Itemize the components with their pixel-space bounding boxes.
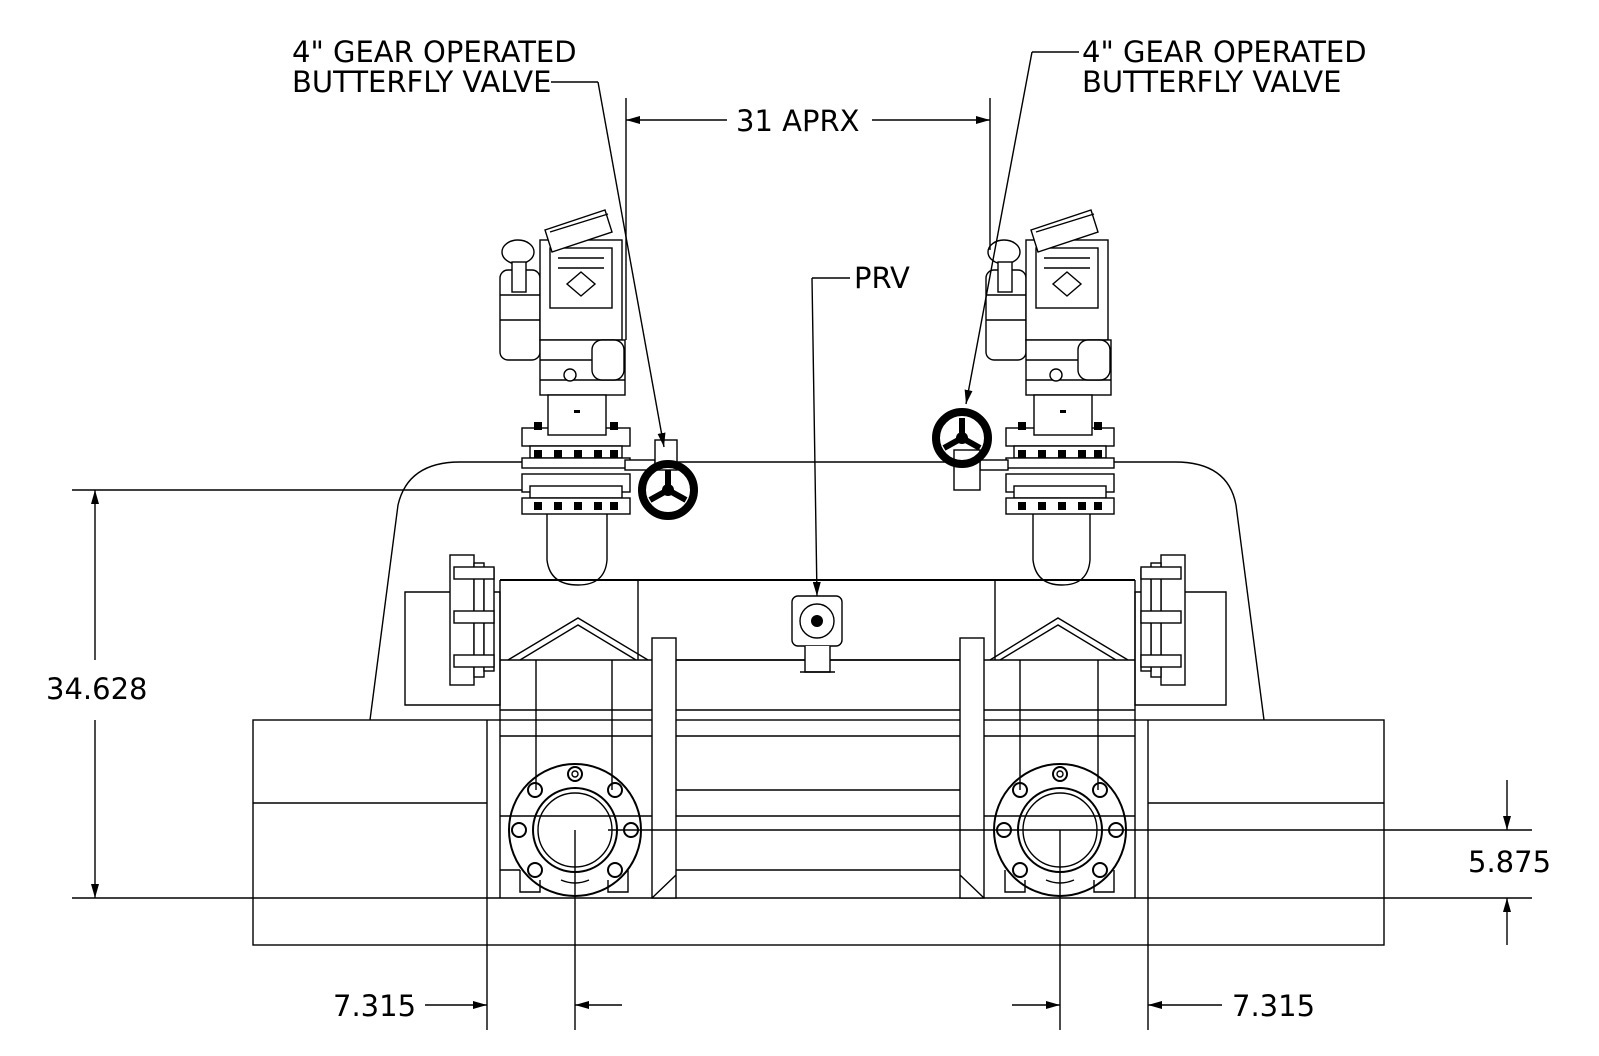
- right-actuator: [985, 209, 1112, 436]
- left-gear-operator: [624, 439, 694, 516]
- left-valve-label-line1: 4" GEAR OPERATED: [292, 35, 577, 69]
- dim-bottom-right-label: 7.315: [1232, 989, 1315, 1023]
- left-actuator: [499, 209, 626, 436]
- prv-label: PRV: [854, 261, 910, 295]
- right-valve-leader: [964, 51, 1079, 405]
- right-riser: [1032, 508, 1091, 586]
- dim-bottom-right: [1012, 830, 1222, 1030]
- left-valve-label-line2: BUTTERFLY VALVE: [292, 65, 551, 99]
- right-valve-flanges: [1005, 421, 1115, 515]
- left-valve-flanges: [521, 421, 631, 515]
- left-valve-leader: [551, 81, 666, 448]
- prv-leader: [811, 277, 850, 597]
- right-side-flange: [1140, 554, 1186, 686]
- frame-uprights: [499, 637, 1136, 899]
- dim-top-span: [625, 98, 991, 340]
- left-side-flange: [449, 554, 495, 686]
- dim-right-offset: [608, 780, 1532, 945]
- dim-top-span-label: 31 APRX: [736, 104, 859, 138]
- skid-base: [252, 719, 1385, 946]
- enclosure-outline: [369, 461, 1265, 721]
- dim-right-offset-label: 5.875: [1468, 845, 1551, 879]
- dim-height-label: 34.628: [46, 672, 147, 706]
- right-valve-label-line1: 4" GEAR OPERATED: [1082, 35, 1367, 69]
- dim-height: [72, 489, 522, 899]
- right-valve-label-line2: BUTTERFLY VALVE: [1082, 65, 1341, 99]
- dim-bottom-left: [425, 830, 622, 1030]
- dim-bottom-left-label: 7.315: [333, 989, 416, 1023]
- left-riser: [546, 508, 608, 586]
- right-gear-operator: [936, 412, 1009, 491]
